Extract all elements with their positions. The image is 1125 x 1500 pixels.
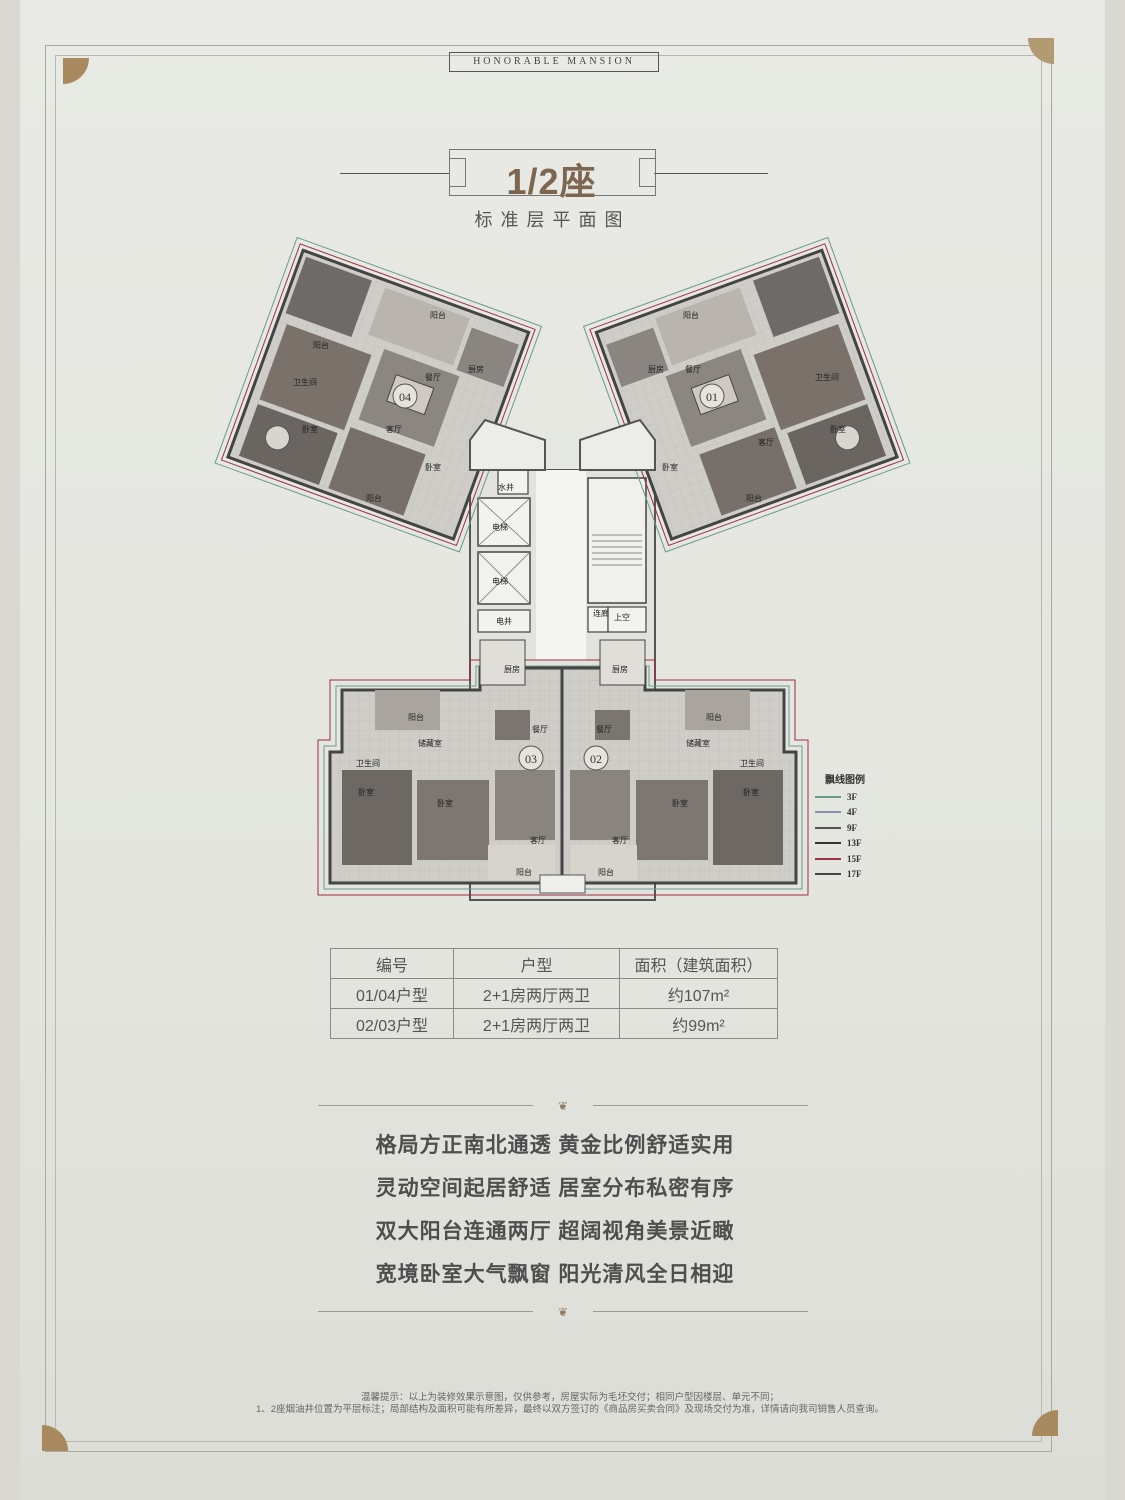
svg-text:厨房: 厨房 xyxy=(504,664,520,674)
inner-frame xyxy=(55,55,1042,1442)
svg-text:客厅: 客厅 xyxy=(758,437,774,447)
svg-text:餐厅: 餐厅 xyxy=(425,373,441,382)
lower-units xyxy=(317,639,809,896)
svg-text:餐厅: 餐厅 xyxy=(685,365,701,374)
svg-text:卧室: 卧室 xyxy=(437,798,453,808)
table-header: 面积（建筑面积） xyxy=(619,948,778,979)
svg-text:卧室: 卧室 xyxy=(672,798,688,808)
feature-line: 宽境卧室大气飘窗 阳光清风全日相迎 xyxy=(375,1263,735,1286)
table-cell: 2+1房两厅两卫 xyxy=(453,1008,620,1039)
table-header: 户型 xyxy=(453,948,620,979)
table-row: 01/04户型 2+1房两厅两卫 约107m² xyxy=(330,978,778,1009)
legend-item: 13F xyxy=(815,836,905,852)
svg-text:客厅: 客厅 xyxy=(612,835,628,845)
page-subtitle: 标准层平面图 xyxy=(474,210,631,230)
svg-text:电梯: 电梯 xyxy=(492,522,508,532)
svg-text:阳台: 阳台 xyxy=(746,493,762,503)
svg-text:卧室: 卧室 xyxy=(743,787,759,797)
unit-03-label: 03 xyxy=(525,752,537,766)
unit-04-marker xyxy=(392,383,418,409)
feature-list: 格局方正南北通透 黄金比例舒适实用 灵动空间起居舒适 居室分布私密有序 双大阳台… xyxy=(300,1128,810,1300)
svg-text:阳台: 阳台 xyxy=(366,493,382,503)
svg-text:卫生间: 卫生间 xyxy=(815,372,839,382)
disclaimer-line: 1、2座烟油井位置为平层标注；局部结构及面积可能有所差异，最终以双方签订的《商品… xyxy=(255,1404,885,1415)
room-label: 阳台 xyxy=(313,340,329,350)
unit-02-marker xyxy=(583,745,609,771)
svg-text:卧室: 卧室 xyxy=(425,462,441,472)
unit-area-table: 编号 户型 面积（建筑面积） 01/04户型 2+1房两厅两卫 约107m² 0… xyxy=(330,948,778,1039)
svg-text:厨房: 厨房 xyxy=(648,364,664,374)
svg-text:电井: 电井 xyxy=(496,616,512,626)
svg-text:阳台: 阳台 xyxy=(516,867,532,877)
floor-line-legend: 飘线图例 3F 4F 9F 13F 15F 17F xyxy=(815,771,905,882)
power-shaft xyxy=(477,609,531,633)
svg-text:上空: 上空 xyxy=(614,612,630,622)
legend-item: 3F xyxy=(815,789,905,805)
table-cell: 02/03户型 xyxy=(330,1008,454,1039)
svg-text:卫生间: 卫生间 xyxy=(356,758,380,768)
table-row: 02/03户型 2+1房两厅两卫 约99m² xyxy=(330,1008,778,1039)
svg-text:卫生间: 卫生间 xyxy=(740,758,764,768)
legend-item: 9F xyxy=(815,820,905,836)
svg-text:餐厅: 餐厅 xyxy=(532,725,548,734)
svg-text:阳台: 阳台 xyxy=(706,712,722,722)
divider-ornament-top: ❦ xyxy=(318,1100,808,1112)
title-rule-right xyxy=(654,173,768,174)
svg-text:厨房: 厨房 xyxy=(612,664,628,674)
legend-item: 15F xyxy=(815,851,905,867)
table-cell: 01/04户型 xyxy=(330,978,454,1009)
disclaimer: 温馨提示：以上为装修效果示意图，仅供参考，房屋实际为毛坯交付；相同户型因楼层、单… xyxy=(180,1392,960,1416)
legend-item: 4F xyxy=(815,805,905,821)
unit-02-label: 02 xyxy=(590,752,602,766)
feature-line: 灵动空间起居舒适 居室分布私密有序 xyxy=(375,1177,735,1200)
table-cell: 2+1房两厅两卫 xyxy=(453,978,620,1009)
svg-text:客厅: 客厅 xyxy=(386,424,402,434)
svg-text:水井: 水井 xyxy=(498,482,514,492)
table-header-row: 编号 户型 面积（建筑面积） xyxy=(330,948,778,979)
table-cell: 约107m² xyxy=(619,978,778,1009)
title-rule-left xyxy=(340,173,449,174)
svg-text:阳台: 阳台 xyxy=(598,867,614,877)
disclaimer-line: 温馨提示：以上为装修效果示意图，仅供参考，房屋实际为毛坯交付；相同户型因楼层、单… xyxy=(360,1392,779,1403)
svg-text:储藏室: 储藏室 xyxy=(686,738,710,748)
outer-frame xyxy=(45,45,1052,1452)
title-frame xyxy=(449,149,656,196)
feature-line: 格局方正南北通透 黄金比例舒适实用 xyxy=(375,1134,735,1157)
svg-text:阳台: 阳台 xyxy=(683,310,699,320)
brand-label: HONORABLE MANSION xyxy=(449,52,659,72)
water-shaft xyxy=(497,469,529,495)
svg-text:储藏室: 储藏室 xyxy=(418,738,442,748)
table-cell: 约99m² xyxy=(619,1008,778,1039)
svg-text:卧室: 卧室 xyxy=(830,424,846,434)
stairwell xyxy=(587,477,647,604)
table-header: 编号 xyxy=(330,948,454,979)
svg-text:卫生间: 卫生间 xyxy=(293,377,317,387)
page-title: 1/2座 xyxy=(506,161,597,202)
svg-text:餐厅: 餐厅 xyxy=(596,725,612,734)
svg-text:阳台: 阳台 xyxy=(430,310,446,320)
svg-text:客厅: 客厅 xyxy=(530,835,546,845)
svg-text:阳台: 阳台 xyxy=(408,712,424,722)
unit-01-marker xyxy=(699,383,725,409)
divider-ornament-bottom: ❦ xyxy=(318,1306,808,1318)
svg-text:电梯: 电梯 xyxy=(492,576,508,586)
svg-text:连廊: 连廊 xyxy=(593,608,609,618)
feature-line: 双大阳台连通两厅 超阔视角美景近瞰 xyxy=(375,1220,735,1243)
legend-title: 飘线图例 xyxy=(825,775,865,786)
legend-item: 17F xyxy=(815,867,905,883)
unit-01-label: 01 xyxy=(706,390,718,404)
svg-text:卧室: 卧室 xyxy=(302,424,318,434)
svg-text:卧室: 卧室 xyxy=(662,462,678,472)
svg-text:卧室: 卧室 xyxy=(358,787,374,797)
unit-04 xyxy=(214,236,543,553)
unit-03-marker xyxy=(518,745,544,771)
svg-text:厨房: 厨房 xyxy=(468,364,484,374)
unit-04-label: 04 xyxy=(399,390,411,404)
